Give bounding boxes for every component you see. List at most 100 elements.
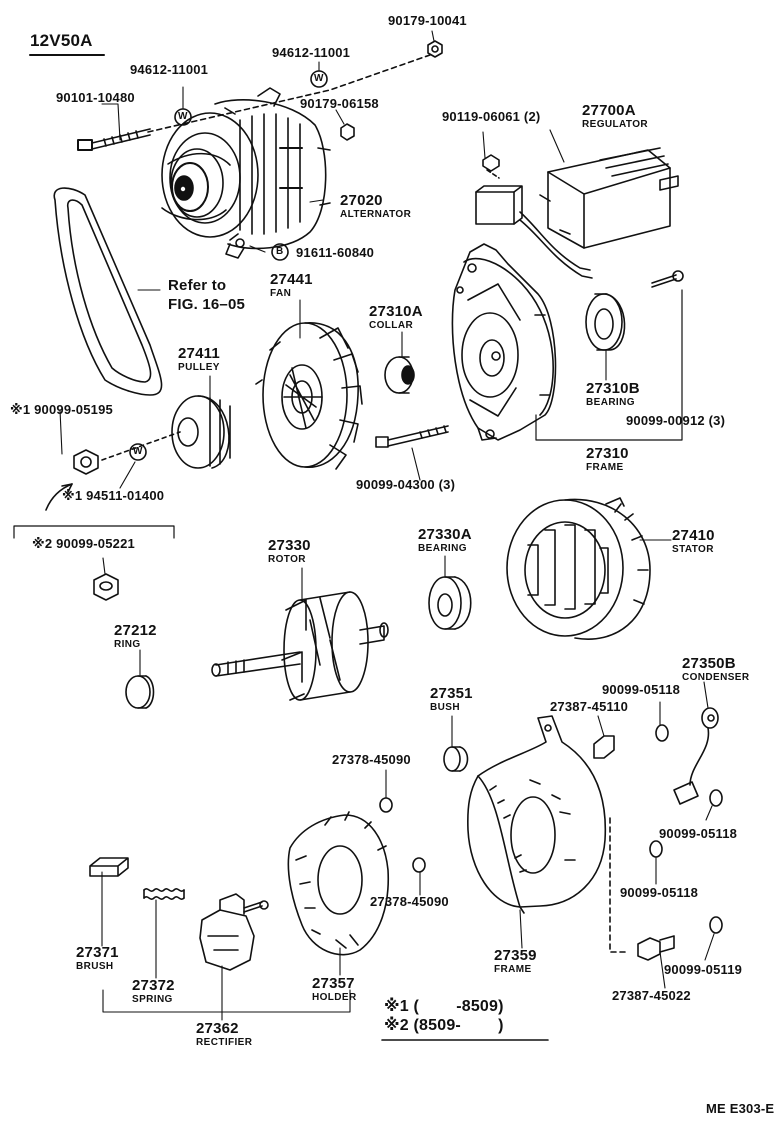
part-name: BEARING [586,397,635,408]
arrow-indicator [45,483,73,511]
bearing-27310b [585,293,626,351]
label-90179-10041: 90179-10041 [388,13,467,28]
label-94612-11001-b: 94612-11001 [272,45,351,60]
front-frame-27310 [451,243,557,441]
washer-letter-c: W [133,446,143,457]
part-number: 27371 [76,944,119,961]
rectifier-27362 [199,893,269,971]
part-name: BUSH [430,702,460,713]
label-90099-04300: 90099-04300 (3) [356,477,456,492]
refer-line-2: FIG. 16–05 [168,296,246,313]
mark-1: ※1 [10,402,31,417]
part-name: RECTIFIER [196,1037,253,1048]
part-name: BEARING [418,543,467,554]
ring-27212 [125,675,155,709]
leader-lines [59,30,715,1021]
part-name: FAN [270,288,292,299]
drawing-code: ME E303-E [706,1101,775,1116]
label-90099-05118-c: 90099-05118 [620,885,699,900]
part-number: 90099-05221 [56,536,135,551]
nut-90099-05119 [709,916,723,934]
label-27372: 27372 SPRING [132,977,175,1006]
stator-27410 [506,497,651,640]
bolt-letter-b: B [276,246,284,257]
part-number: 27310A [369,303,423,320]
part-name: RING [114,639,141,650]
refer-note: Refer to FIG. 16–05 [168,276,245,314]
label-27310b: 27310B BEARING [586,380,640,409]
bolt-27387-45022 [637,935,675,961]
part-number: 27372 [132,977,175,994]
regulator-27700a [475,147,679,279]
washer-27378-b [412,857,426,873]
bush-27351 [443,746,469,772]
rotor-27330 [211,591,389,701]
diagram-title: 12V50A [30,31,93,50]
nut-90179-10041 [427,40,443,58]
bolt-90101-10480 [77,128,151,151]
label-90099-05195: ※1 90099-05195 [10,403,113,417]
part-name: FRAME [586,462,624,473]
washer-27378-a [379,797,393,813]
part-name: CONDENSER [682,672,750,683]
label-27330: 27330 ROTOR [268,538,311,566]
part-number: 27330A [418,526,472,543]
label-90119-06061: 90119-06061 (2) [442,109,541,124]
label-27378-45090-b: 27378-45090 [370,894,449,909]
nut-90099-05221 [93,573,119,601]
alternator-assembly [161,87,331,259]
collar-27310a [384,356,415,394]
label-27700a: 27700A REGULATOR [582,102,648,131]
part-number: 27020 [340,192,383,209]
part-name: ALTERNATOR [340,209,412,220]
label-90099-00912: 90099-00912 (3) [626,413,726,428]
mark-2: ※2 [32,536,53,551]
label-27310a: 27310A COLLAR [369,303,423,332]
part-number: 27441 [270,271,313,288]
part-name: PULLEY [178,362,220,373]
label-94612-11001-a: 94612-11001 [130,62,209,77]
pulley-27411 [171,395,231,469]
label-90099-05119: 90099-05119 [664,962,743,977]
part-number: 27700A [582,102,636,119]
washer-94511 [129,443,147,461]
part-number: 90099-05195 [34,402,113,417]
part-number: 27310B [586,380,640,397]
part-name: HOLDER [312,992,357,1003]
label-27020: 27020 ALTERNATOR [340,192,412,221]
spring-27372 [143,888,185,900]
part-name: BRUSH [76,961,114,972]
label-90099-05221: ※2 90099-05221 [32,537,135,551]
part-number: 27351 [430,685,473,702]
nut-90099-05118-a [655,724,669,742]
brush-holder-27357 [287,811,390,956]
washer-letter-b: W [314,73,324,84]
label-27410: 27410 STATOR [672,527,715,556]
part-number: 27357 [312,975,355,992]
label-27310: 27310 FRAME [586,445,629,474]
bearing-27330a [428,576,472,630]
screw-90099-00912 [651,270,684,288]
legend-row-1: ※1 ( -8509) [384,998,504,1015]
label-27359: 27359 FRAME [494,948,537,976]
label-27350b: 27350B CONDENSER [682,656,750,684]
rear-frame-27359 [467,715,607,914]
part-name: ROTOR [268,554,306,565]
label-27351: 27351 BUSH [430,685,473,714]
brush-27371 [89,857,129,877]
label-27362: 27362 RECTIFIER [196,1020,253,1049]
label-90099-05118-b: 90099-05118 [659,826,738,841]
nut-90099-05195 [73,449,99,475]
part-name: STATOR [672,544,714,555]
part-number: 27411 [178,345,220,362]
part-number: 94511-01400 [86,488,165,503]
part-number: 27410 [672,527,715,544]
part-number: 27310 [586,445,629,462]
part-number: 27362 [196,1020,239,1037]
nut-90099-05118-b [709,789,723,807]
label-27212: 27212 RING [114,623,157,651]
nut-90179-06158 [340,123,355,141]
label-91611-60840: 91611-60840 [296,245,375,260]
